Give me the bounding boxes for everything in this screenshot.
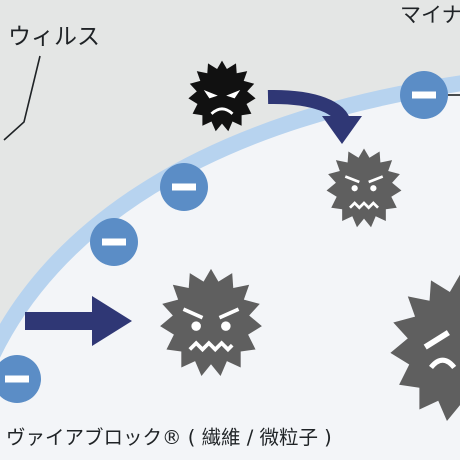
viablock-membrane	[0, 75, 460, 358]
virus-weak-large-icon	[160, 268, 262, 376]
minus-charge-4	[400, 71, 448, 119]
minus-charge-3	[160, 163, 208, 211]
minus-charge-1	[0, 355, 41, 403]
top-right-label: マイナ	[400, 3, 460, 27]
virus-weak-small-icon	[326, 148, 402, 228]
virus-active-icon	[188, 60, 256, 132]
virus-weak-edge-icon	[390, 274, 460, 422]
curved-arrow-icon	[267, 89, 362, 144]
approach-arrow-icon	[25, 296, 132, 346]
virus-label: ウィルス	[8, 24, 100, 50]
minus-charge-2	[90, 218, 138, 266]
label-leader-line	[3, 55, 41, 141]
viablock-label: ヴァイアブロック® ( 繊維 / 微粒子 )	[6, 426, 332, 449]
